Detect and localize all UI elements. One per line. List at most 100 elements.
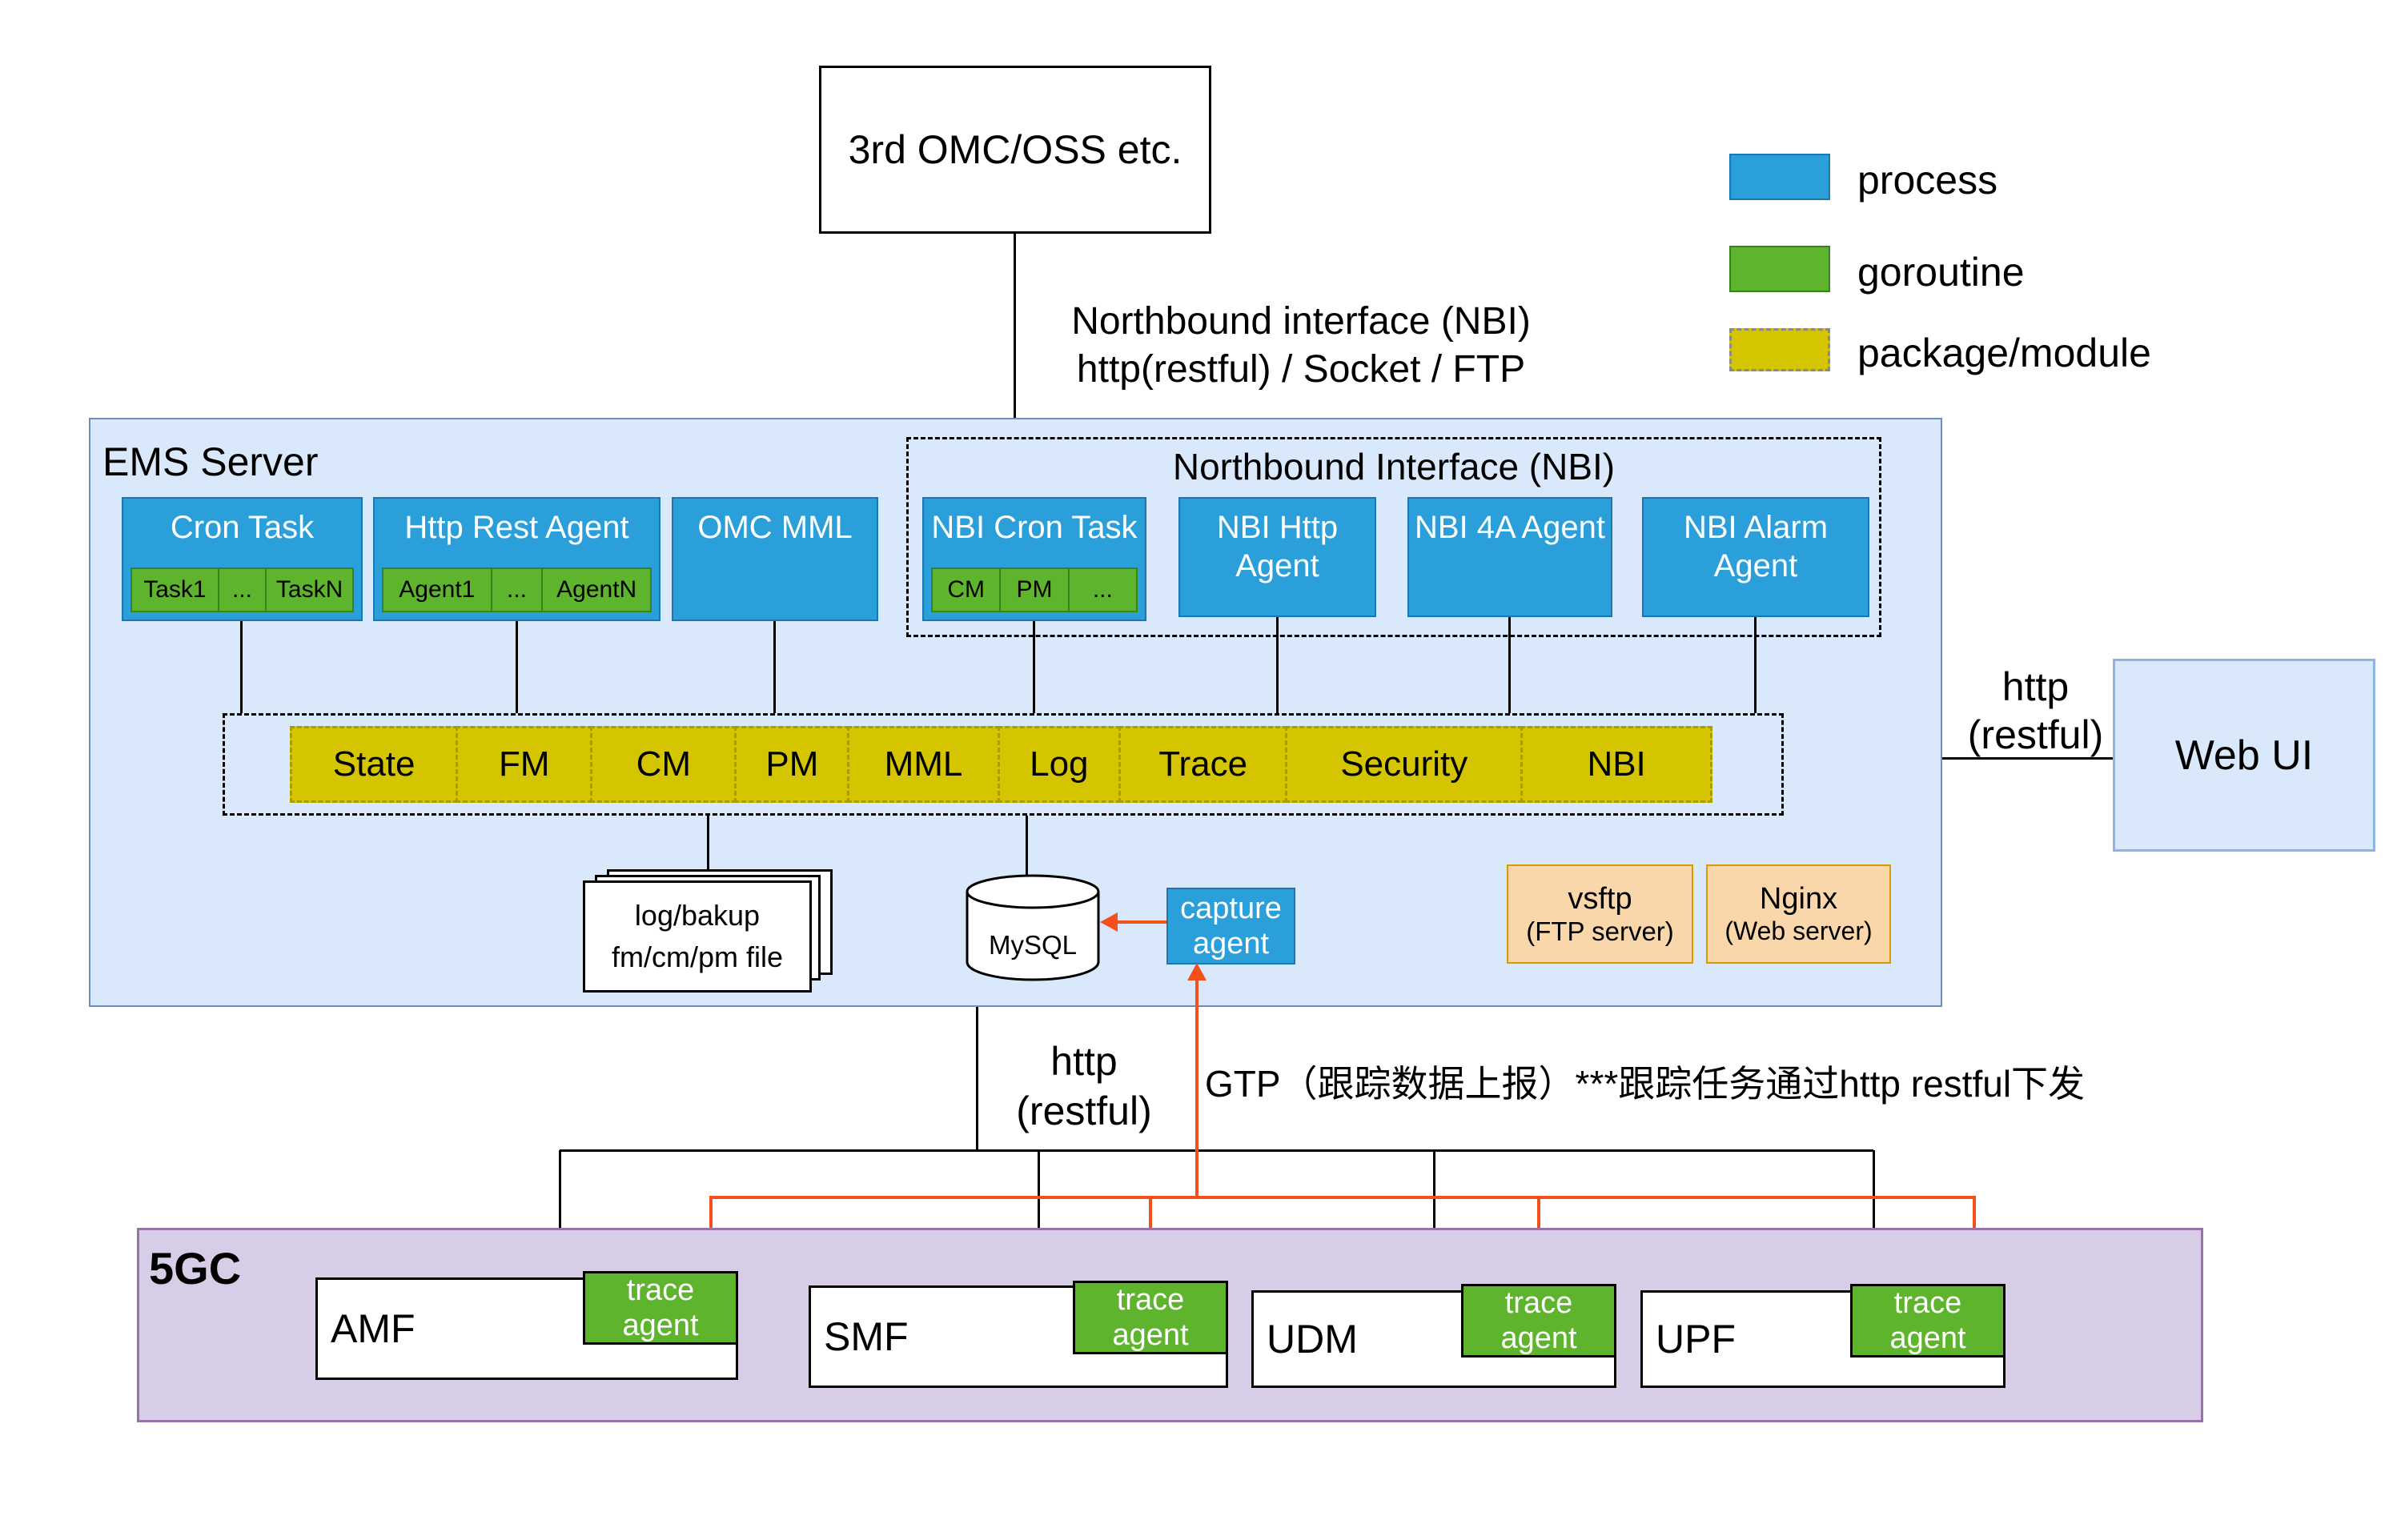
nginx-line2: (Web server) [1724,916,1873,945]
http-rest-agent-box: Http Rest Agent Agent1 ... AgentN [373,497,660,621]
core-title: 5GC [149,1243,242,1293]
upf-label: UPF [1656,1317,1736,1362]
edge-modules-files [707,816,709,871]
module-security: Security [1285,726,1524,803]
module-mml: MML [847,726,1000,803]
cron-task-sub-task1: Task1 [130,567,219,612]
nbi-link-line1: Northbound interface (NBI) [1071,300,1531,343]
module-layer-container: State FM CM PM MML Log Trace Security NB… [223,713,1784,816]
trace-agent-line2: agent [1112,1318,1189,1352]
nbi-http-agent-title: NBI Http Agent [1216,510,1339,584]
omc-oss-box: 3rd OMC/OSS etc. [819,66,1211,234]
south-bus [560,1149,1873,1152]
nbi-cron-sub-cm: CM [931,567,1002,612]
capture-agent-box: capture agent [1166,888,1295,965]
vsftp-line1: vsftp [1568,881,1632,916]
edge-ems-bus [976,1007,978,1150]
file-label-line1: log/bakup [634,899,761,932]
nbi-alarm-agent-title: NBI Alarm Agent [1683,510,1829,584]
trace-agent-line1: trace [1504,1286,1573,1320]
cron-task-subs: Task1 ... TaskN [130,567,354,612]
edge-ems-webui [1942,757,2113,760]
legend-package-label: package/module [1857,331,2151,375]
edge-bus-smf [1038,1150,1040,1285]
nbi-link-line2: http(restful) / Socket / FTP [1076,348,1526,391]
nbi-group-title: Northbound Interface (NBI) [1172,446,1616,487]
arrowhead-capture-mysql [1100,912,1118,932]
http-rest-sub-ellipsis: ... [490,567,544,612]
south-http-line1: http [1050,1039,1118,1084]
nbi-4a-agent-title: NBI 4A Agent [1415,510,1605,545]
nbi-group-container [906,437,1881,637]
legend-process-label: process [1857,158,1998,203]
mysql-db: MySQL [966,874,1100,981]
trace-agent-line2: agent [622,1309,699,1342]
module-trace: Trace [1118,726,1288,803]
module-state: State [290,726,459,803]
legend-package-swatch [1729,328,1830,371]
nbi-cron-task-title: NBI Cron Task [931,510,1138,545]
udm-trace-agent: trace agent [1461,1284,1616,1358]
edge-omcmml-modules [773,621,776,713]
nbi-cron-task-subs: CM PM ... [931,567,1138,612]
gtp-bus [711,1196,1976,1199]
module-fm: FM [456,726,593,803]
edge-bus-udm [1433,1150,1435,1290]
edge-bus-upf [1873,1150,1875,1290]
http-rest-sub-agent1: Agent1 [382,567,492,612]
gtp-label: GTP（跟踪数据上报）***跟踪任务通过http restful下发 [1205,1063,2086,1105]
omc-oss-label: 3rd OMC/OSS etc. [848,127,1182,172]
smf-trace-agent: trace agent [1073,1281,1228,1354]
file-stack: log/bakup fm/cm/pm file [583,869,836,994]
trace-agent-line1: trace [1893,1286,1962,1320]
nbi-link-label: Northbound interface (NBI) http(restful)… [1037,298,1565,394]
omc-mml-title: OMC MML [697,510,853,545]
webui-box: Web UI [2113,659,2375,852]
webui-label: Web UI [2174,732,2314,779]
edge-httprest-modules [516,621,518,713]
vsftp-box: vsftp (FTP server) [1507,864,1693,964]
webui-link-label: http (restful) [1957,663,2114,759]
module-row: State FM CM PM MML Log Trace Security NB… [290,726,1712,803]
trace-agent-line1: trace [626,1273,695,1307]
nbi-cron-sub-pm: PM [999,567,1070,612]
nginx-line1: Nginx [1759,882,1838,916]
edge-bus-amf [559,1150,561,1277]
trace-agent-line2: agent [1500,1321,1577,1355]
webui-http-line1: http [2001,664,2070,709]
nbi-http-agent-box: NBI Http Agent [1178,497,1376,617]
edge-nbicron-modules [1033,621,1035,713]
nginx-box: Nginx (Web server) [1706,864,1891,964]
south-http-label: http (restful) [1004,1037,1164,1136]
http-rest-agent-subs: Agent1 ... AgentN [382,567,652,612]
module-cm: CM [590,726,737,803]
legend-process-swatch [1729,154,1830,200]
nbi-alarm-agent-box: NBI Alarm Agent [1642,497,1869,617]
cron-task-box: Cron Task Task1 ... TaskN [122,497,363,621]
file-sheet-front: log/bakup fm/cm/pm file [583,880,812,993]
nbi-cron-task-box: NBI Cron Task CM PM ... [922,497,1146,621]
upf-trace-agent: trace agent [1850,1284,2006,1358]
capture-agent-line2: agent [1192,927,1270,960]
cron-task-sub-taskn: TaskN [265,567,354,612]
trace-agent-line1: trace [1116,1283,1185,1317]
edge-nbihttp-modules [1276,617,1279,713]
capture-agent-line1: capture [1180,892,1282,925]
http-rest-agent-title: Http Rest Agent [404,510,629,545]
edge-cron-modules [240,621,243,713]
edge-modules-mysql [1026,816,1028,876]
edge-nbi4a-modules [1508,617,1511,713]
amf-trace-agent: trace agent [583,1271,738,1345]
module-log: Log [997,726,1122,803]
udm-label: UDM [1267,1317,1358,1362]
legend-goroutine-label: goroutine [1857,250,2025,295]
mysql-label: MySQL [989,930,1077,960]
trace-agent-line2: agent [1889,1321,1966,1355]
nbi-4a-agent-box: NBI 4A Agent [1407,497,1612,617]
amf-label: AMF [331,1306,416,1351]
edge-nbialarm-modules [1754,617,1757,713]
cron-task-sub-ellipsis: ... [217,567,267,612]
smf-label: SMF [824,1314,909,1359]
file-label-line2: fm/cm/pm file [611,940,783,973]
